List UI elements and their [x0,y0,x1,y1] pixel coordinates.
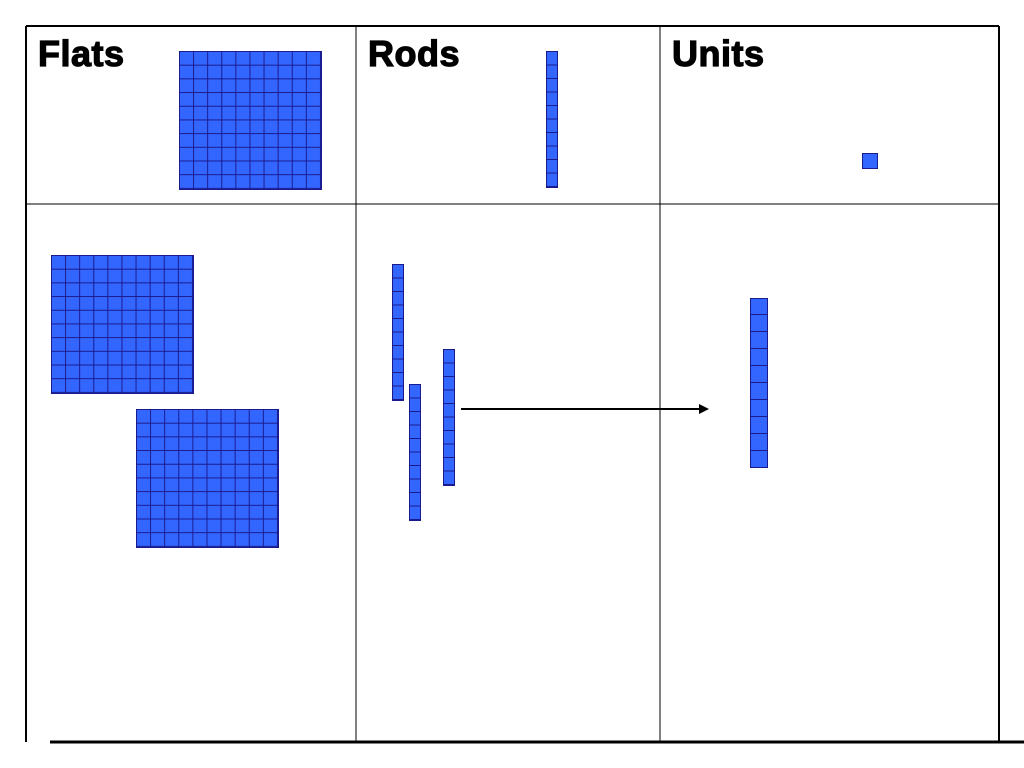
unit-block-sample [862,153,878,169]
unit-cell-1 [751,299,767,315]
rod-block-3 [443,349,455,486]
unit-cell-8 [751,418,767,434]
unit-cell-9 [751,435,767,451]
header-flats: Flats [37,33,125,74]
header-rods: Rods [367,33,460,74]
unit-cell-2 [751,316,767,332]
unit-cell-10 [751,452,767,468]
unit-stack [750,298,768,468]
unit-cell-5 [751,367,767,383]
rod-block-sample [546,51,558,188]
rod-block-2 [409,384,421,521]
unit-cell-4 [751,350,767,366]
unit-cell-7 [751,401,767,417]
unit-cell-3 [751,333,767,349]
flat-block-1 [51,255,194,394]
rod-block-1 [392,264,404,401]
flat-block-sample [179,51,322,190]
header-units: Units [671,33,765,74]
unit-cell-6 [751,384,767,400]
flat-block-2 [136,409,279,548]
